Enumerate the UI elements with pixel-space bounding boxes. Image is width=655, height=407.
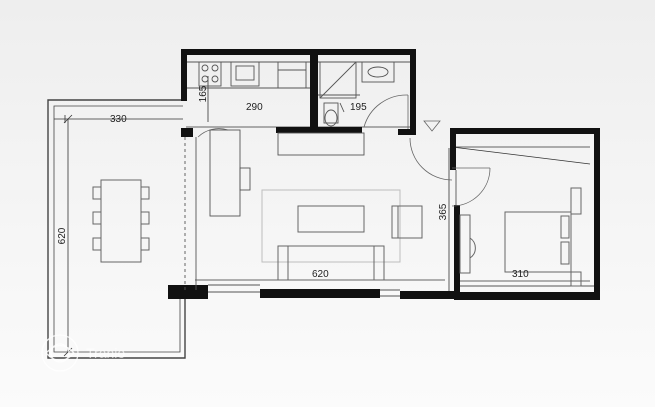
walls: [168, 49, 600, 300]
nightstand: [570, 187, 582, 215]
toilet: [323, 102, 339, 124]
kitchen-island: [209, 129, 241, 217]
dim-terrace-width: 330: [110, 114, 127, 125]
dim-living-depth: 365: [438, 203, 449, 220]
bed: [504, 211, 572, 273]
bathroom: [319, 61, 395, 127]
terrace-dining-set: [92, 179, 150, 263]
shower: [319, 61, 357, 99]
living-area: [261, 189, 423, 281]
armchair: [391, 205, 423, 239]
kitchen: [198, 61, 365, 217]
rug: [261, 189, 401, 263]
fridge: [277, 61, 307, 89]
door-swings: [197, 94, 491, 207]
tranio-logo-icon: [41, 334, 79, 372]
bedroom: [459, 187, 582, 287]
dim-living-width: 620: [312, 269, 329, 280]
kitchen-counter: [277, 132, 365, 156]
dim-terrace-depth: 620: [57, 227, 68, 244]
coffee-table: [297, 205, 365, 233]
kitchen-sink: [230, 61, 260, 87]
watermark-text: Tranio: [86, 345, 125, 361]
cooktop: [198, 61, 222, 87]
watermark: Tranio: [41, 334, 125, 372]
dim-bedroom-width: 310: [512, 269, 529, 280]
terrace: [47, 99, 186, 359]
windows-and-partitions: [184, 61, 594, 297]
dim-kitchen-length: 290: [246, 102, 263, 113]
dim-kitchen-width: 165: [198, 85, 209, 102]
wash-basin: [361, 61, 395, 83]
sofa: [277, 245, 385, 281]
dimension-labels: 330 620 165 290 195 365 620 310: [57, 85, 529, 280]
dim-bathroom-width: 195: [350, 102, 367, 113]
desk: [459, 214, 471, 274]
dimension-lines: [63, 76, 591, 357]
terrace-table: [100, 179, 142, 263]
